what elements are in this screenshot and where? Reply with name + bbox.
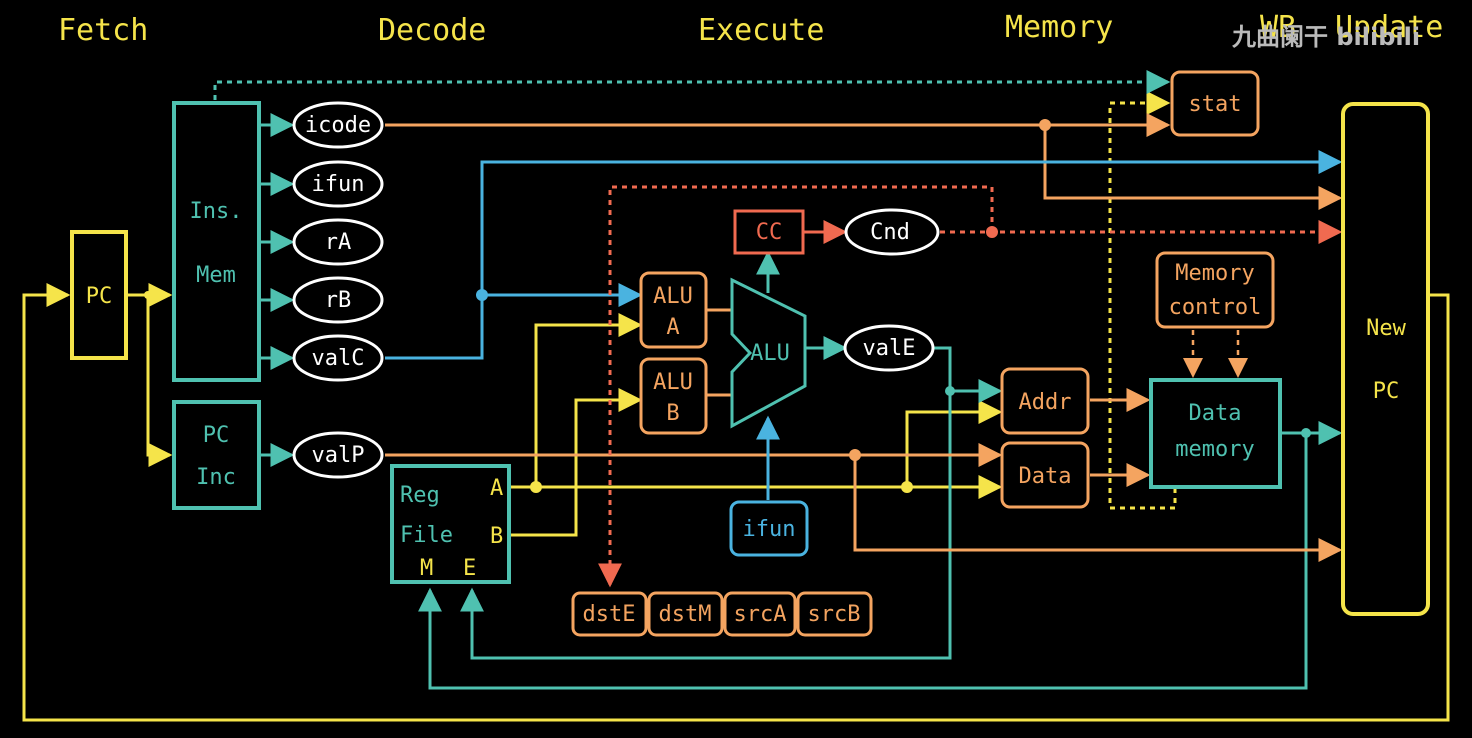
wire-vale-to-rege bbox=[460, 346, 952, 660]
pc-inc-label-1: PC bbox=[203, 423, 230, 448]
pc-incrementer bbox=[172, 400, 261, 510]
alu bbox=[730, 277, 807, 429]
reg-port-e: E bbox=[463, 556, 476, 581]
addr-mux bbox=[1000, 367, 1090, 435]
srca-label: srcA bbox=[734, 602, 787, 627]
signal-rb bbox=[292, 276, 384, 324]
ins-mem-label-1: Ins. bbox=[190, 199, 243, 224]
valp-label: valP bbox=[312, 443, 365, 468]
alu-b-label-1: ALU bbox=[653, 370, 693, 395]
reg-port-a: A bbox=[490, 476, 503, 501]
icode-label: icode bbox=[305, 113, 371, 138]
ifun-box-label: ifun bbox=[743, 517, 796, 542]
pc-register bbox=[70, 230, 128, 360]
stage-execute: Execute bbox=[698, 13, 824, 48]
stage-decode: Decode bbox=[378, 13, 486, 48]
wire-dmem-to-stat bbox=[1108, 91, 1177, 510]
alu-a-label-1: ALU bbox=[653, 284, 693, 309]
new-pc-label-2: PC bbox=[1373, 379, 1400, 404]
reg-srca bbox=[723, 591, 797, 637]
signal-valc bbox=[292, 334, 384, 382]
memory-control bbox=[1155, 251, 1275, 329]
wire-rega-to-addr bbox=[905, 400, 1003, 487]
reg-srcb bbox=[796, 591, 873, 637]
srcb-label: srcB bbox=[808, 602, 861, 627]
condition-codes bbox=[733, 209, 805, 255]
data-memory-label-2: memory bbox=[1175, 437, 1254, 462]
pc-label: PC bbox=[86, 284, 113, 309]
ins-mem-label-2: Mem bbox=[196, 263, 236, 288]
dste-label: dstE bbox=[583, 602, 636, 627]
signal-cnd bbox=[844, 208, 940, 256]
stage-wb: WB bbox=[1260, 10, 1296, 45]
stat-register bbox=[1170, 70, 1260, 137]
signal-vale bbox=[843, 324, 935, 372]
new-pc bbox=[1341, 102, 1430, 616]
wire-newpc-to-pc bbox=[22, 283, 1450, 722]
wire-regb-to-alub bbox=[510, 388, 643, 537]
wire-valc-to-newpc bbox=[385, 150, 1343, 360]
signal-icode bbox=[292, 101, 384, 149]
ifun-input bbox=[729, 500, 809, 557]
ra-label: rA bbox=[325, 230, 352, 255]
cnd-label: Cnd bbox=[870, 220, 910, 245]
wire-pc-to-pcinc bbox=[146, 295, 173, 467]
register-file bbox=[390, 464, 511, 584]
data-mux bbox=[1000, 441, 1090, 509]
alu-a-label-2: A bbox=[666, 315, 679, 340]
stage-update: Update bbox=[1335, 10, 1443, 45]
alu-b-mux bbox=[639, 357, 708, 435]
ifun-label: ifun bbox=[312, 172, 365, 197]
reg-port-m: M bbox=[420, 556, 433, 581]
new-pc-label-1: New bbox=[1366, 316, 1406, 341]
data-label: Data bbox=[1019, 464, 1072, 489]
signal-ra bbox=[292, 218, 384, 266]
addr-label: Addr bbox=[1019, 390, 1072, 415]
signal-valp bbox=[292, 431, 384, 479]
reg-port-b: B bbox=[490, 524, 503, 549]
data-memory bbox=[1149, 378, 1282, 489]
wire-rega-to-alua bbox=[534, 313, 643, 487]
reg-file-label-1: Reg bbox=[400, 483, 440, 508]
stage-fetch: Fetch bbox=[58, 13, 148, 48]
rb-label: rB bbox=[325, 288, 352, 313]
stat-label: stat bbox=[1189, 92, 1242, 117]
wire-dmem-to-regm bbox=[418, 433, 1308, 690]
signal-ifun bbox=[292, 160, 384, 208]
data-memory-label-1: Data bbox=[1189, 401, 1242, 426]
watermark-logo: 九曲阑干 bilibili bbox=[1231, 23, 1420, 51]
valc-label: valC bbox=[312, 346, 365, 371]
alu-b-label-2: B bbox=[666, 401, 679, 426]
reg-dste bbox=[571, 591, 648, 637]
alu-label: ALU bbox=[750, 341, 790, 366]
wire-cnd-to-dste bbox=[598, 185, 994, 588]
cc-label: CC bbox=[756, 220, 783, 245]
dstm-label: dstM bbox=[659, 602, 712, 627]
memory-control-label-1: Memory bbox=[1175, 261, 1254, 286]
vale-label: valE bbox=[863, 336, 916, 361]
stage-memory: Memory bbox=[1005, 10, 1113, 45]
reg-file-label-2: File bbox=[400, 523, 453, 548]
reg-dstm bbox=[647, 591, 724, 637]
pc-inc-label-2: Inc bbox=[196, 465, 236, 490]
wire-insmem-to-stat bbox=[213, 70, 1171, 100]
alu-a-mux bbox=[639, 271, 708, 349]
instruction-memory bbox=[172, 101, 261, 382]
memory-control-label-2: control bbox=[1169, 295, 1262, 320]
